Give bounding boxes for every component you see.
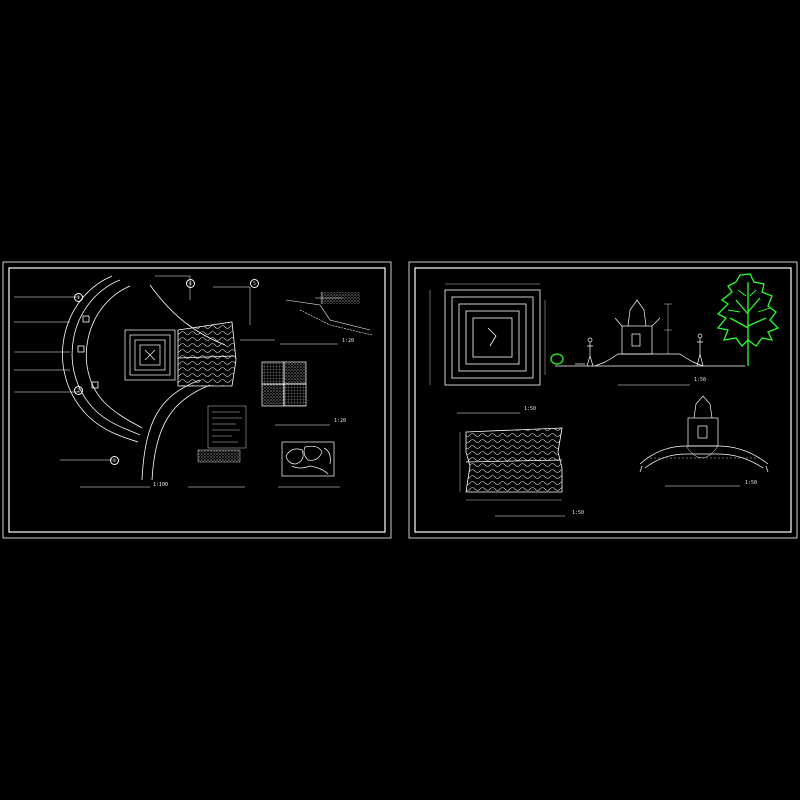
monument-elevation [555, 299, 745, 367]
callout-marker: 1 [74, 293, 83, 302]
leader-lines [14, 275, 275, 461]
paving-samples [261, 361, 307, 407]
section-detail [285, 292, 373, 336]
bench-elevation-scale: 1:50 [745, 480, 758, 486]
cobble-sample [281, 441, 335, 477]
paving-scale: 1:20 [334, 418, 347, 424]
bench-elevation [639, 395, 769, 473]
elevation-scale: 1:50 [694, 377, 707, 383]
bench-plan [459, 427, 563, 501]
title-underlines-2 [457, 384, 740, 517]
callout-marker: 3 [110, 456, 119, 465]
section-scale: 1:20 [342, 338, 355, 344]
callout-marker: 2 [74, 386, 83, 395]
bench-plan-scale: 1:50 [572, 510, 585, 516]
shrub-icon [550, 353, 564, 365]
sheet-2 [408, 261, 798, 539]
wave-paving-area [177, 321, 237, 387]
sheet-1 [2, 261, 392, 539]
title-underlines-1 [80, 343, 340, 488]
square-plaza-plan [124, 329, 176, 381]
tree-icon [716, 273, 780, 366]
callout-marker: 4 [186, 279, 195, 288]
notes-block [197, 405, 247, 463]
monument-plan [429, 283, 546, 386]
monument-plan-scale: 1:50 [524, 406, 537, 412]
plan-scale: 1:100 [153, 482, 169, 488]
callout-marker: 5 [250, 279, 259, 288]
